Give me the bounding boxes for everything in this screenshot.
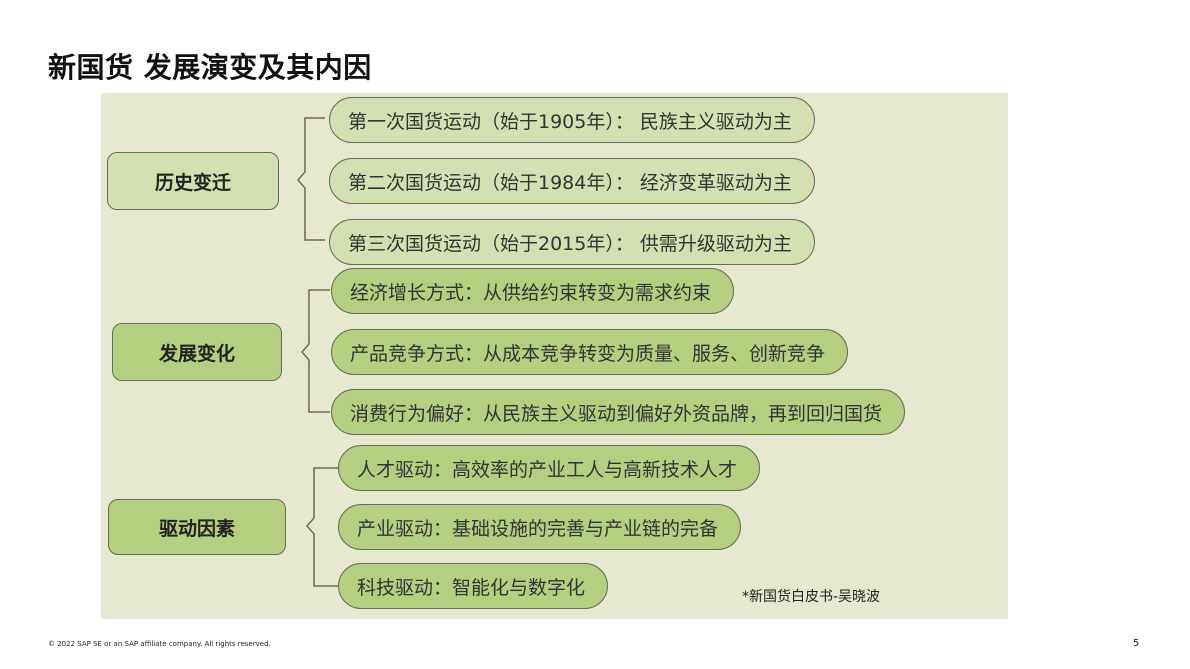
history-item-3: 第三次国货运动（始于2015年）： 供需升级驱动为主 xyxy=(329,219,815,265)
copyright-footer: © 2022 SAP SE or an SAP affiliate compan… xyxy=(48,640,271,648)
development-item-1: 经济增长方式：从供给约束转变为需求约束 xyxy=(331,268,735,314)
drivers-item-2: 产业驱动：基础设施的完善与产业链的完备 xyxy=(338,504,742,550)
category-history: 历史变迁 xyxy=(107,152,279,210)
page-number: 5 xyxy=(1133,638,1140,649)
category-label: 历史变迁 xyxy=(154,171,231,194)
category-label: 驱动因素 xyxy=(158,517,235,540)
page-title: 新国货 发展演变及其内因 xyxy=(48,51,372,84)
brace-connector-history xyxy=(297,117,325,241)
category-label: 发展变化 xyxy=(158,342,235,365)
brace-connector-development xyxy=(301,289,330,413)
development-item-3: 消费行为偏好：从民族主义驱动到偏好外资品牌，再到回归国货 xyxy=(331,389,906,435)
history-item-1: 第一次国货运动（始于1905年）： 民族主义驱动为主 xyxy=(329,97,815,143)
brace-connector-drivers xyxy=(306,467,338,587)
category-development: 发展变化 xyxy=(112,323,282,381)
drivers-item-1: 人才驱动：高效率的产业工人与高新技术人才 xyxy=(338,445,761,491)
drivers-item-3: 科技驱动：智能化与数字化 xyxy=(338,563,609,609)
history-item-2: 第二次国货运动（始于1984年）： 经济变革驱动为主 xyxy=(329,158,815,204)
category-drivers: 驱动因素 xyxy=(108,499,286,555)
development-item-2: 产品竞争方式：从成本竞争转变为质量、服务、创新竞争 xyxy=(331,329,849,375)
source-note: *新国货白皮书-吴晓波 xyxy=(742,589,881,605)
